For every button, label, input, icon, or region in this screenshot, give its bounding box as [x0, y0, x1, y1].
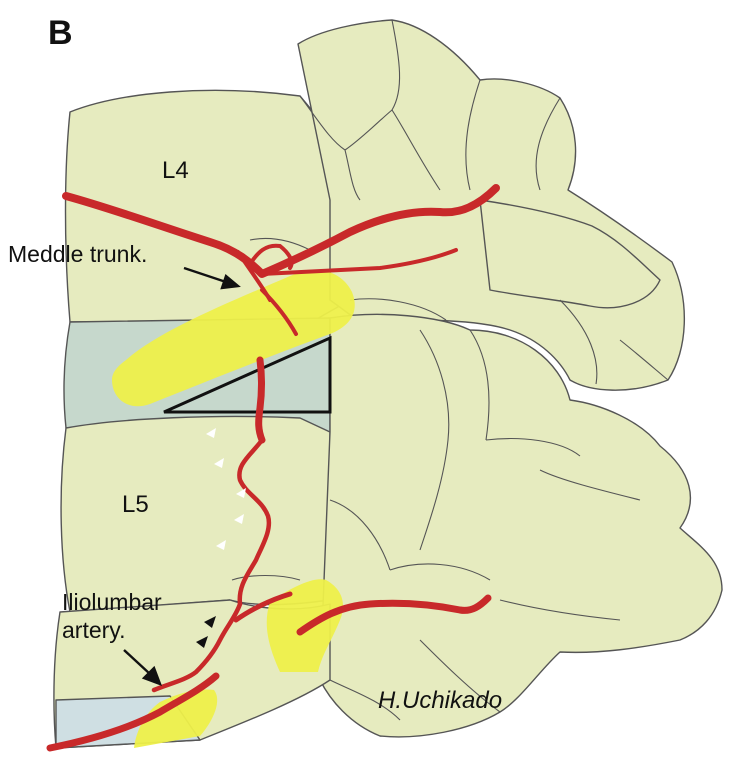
iliolumbar-artery-main [46, 672, 220, 752]
iliolumbar-pointer [123, 649, 151, 675]
l5-posterior-elements [319, 313, 723, 738]
l5-vertebral-body [60, 415, 331, 613]
kambin-triangle-outline [163, 335, 332, 414]
nerve-band-upper [112, 270, 355, 407]
iliolumbar-label-line2: artery. [62, 617, 125, 643]
iliolumbar-artery [151, 601, 243, 693]
l4-artery-branch-c [248, 243, 294, 270]
middle-trunk-label: Meddle trunk. [8, 241, 147, 267]
arteries [46, 184, 500, 752]
iliolumbar-arrowhead [141, 665, 163, 687]
l4-artery-branch-b [260, 248, 458, 276]
l4-transverse-process [479, 199, 661, 309]
iliolumbar-upper-branch [233, 591, 293, 623]
middle-trunk-arrowhead [220, 273, 241, 290]
panel-label: B [48, 14, 73, 52]
vertebrae [53, 19, 723, 749]
nerve-band-bottom [134, 689, 218, 748]
pointer-arrows [123, 266, 241, 687]
bone-detail-lines [231, 19, 669, 721]
iliolumbar-label-line1: Iliolumbar [62, 589, 162, 615]
black-arrowheads [196, 616, 216, 648]
middle-trunk-pointer [183, 266, 227, 284]
middle-trunk-branch [260, 288, 298, 336]
l5-label: L5 [122, 491, 149, 518]
l4-label: L4 [162, 157, 189, 184]
nerve-highlights [112, 270, 355, 748]
l4-lumbar-artery [62, 184, 500, 278]
descending-artery-lower [237, 437, 272, 607]
l5-lumbar-artery [296, 594, 492, 636]
artist-signature: H.Uchikado [378, 687, 502, 714]
descending-artery [255, 356, 266, 444]
white-arrowheads [206, 428, 246, 550]
